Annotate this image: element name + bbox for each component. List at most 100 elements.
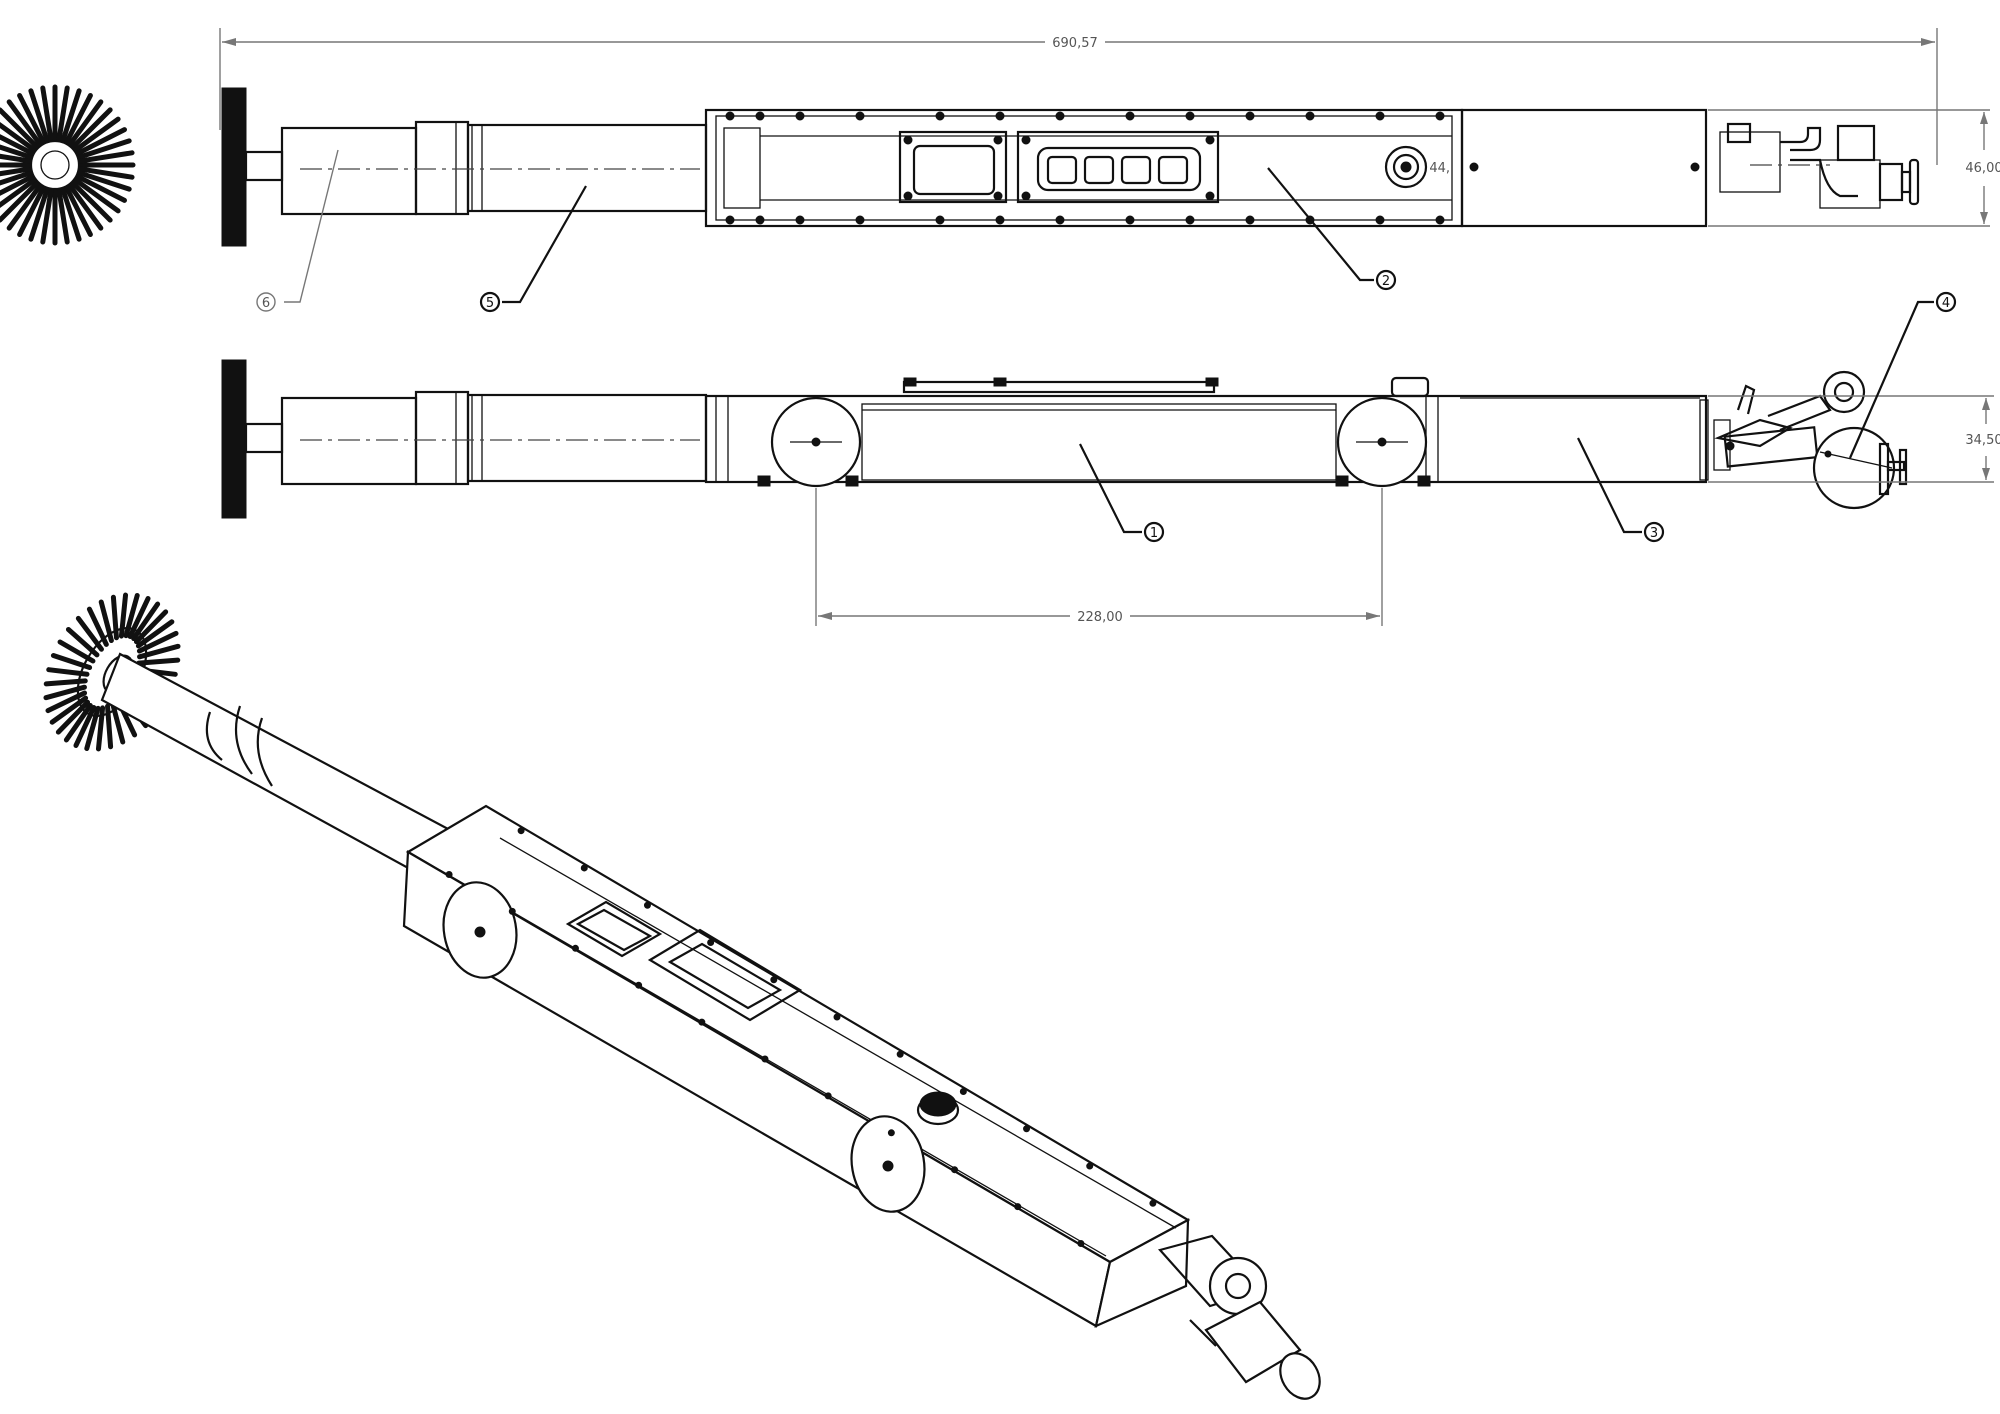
- overall-length-label: 690,57: [1052, 36, 1098, 51]
- screw: [1125, 215, 1135, 225]
- screw: [707, 938, 715, 946]
- brush-tooth: [110, 594, 119, 641]
- bristle: [77, 138, 132, 160]
- wheel-front: [770, 396, 862, 488]
- screw: [903, 191, 913, 201]
- screw: [824, 1092, 832, 1100]
- screw: [1375, 215, 1385, 225]
- screw: [959, 1088, 967, 1096]
- bristle: [56, 85, 70, 142]
- screw: [1149, 1199, 1157, 1207]
- extension-tube: [466, 123, 708, 213]
- balloon-5: 5: [479, 291, 501, 313]
- brush-tooth: [75, 615, 104, 652]
- screw: [770, 976, 778, 984]
- screw: [855, 215, 865, 225]
- screw: [1205, 135, 1215, 145]
- brush-tooth: [65, 626, 100, 658]
- screw: [1077, 1240, 1085, 1247]
- brush-tooth: [86, 606, 109, 647]
- brush-tooth: [98, 599, 114, 644]
- motor-tube: [280, 126, 418, 216]
- screw: [795, 215, 805, 225]
- screw: [1375, 111, 1385, 121]
- screw: [508, 907, 516, 915]
- bristle: [0, 144, 33, 160]
- battery-section: [1460, 108, 1708, 228]
- bristle: [75, 127, 127, 156]
- bristle: [6, 183, 43, 231]
- lcd-window: [898, 130, 1008, 204]
- screw: [1021, 135, 1031, 145]
- screw: [517, 827, 525, 835]
- screw: [1435, 215, 1445, 225]
- bristle: [67, 183, 104, 231]
- bristle: [0, 134, 35, 156]
- screw: [635, 981, 643, 989]
- end-view-brush: [0, 84, 136, 246]
- screw: [903, 135, 913, 145]
- screw: [1185, 111, 1195, 121]
- svg-text:6: 6: [262, 296, 270, 311]
- bristle: [64, 93, 93, 145]
- svg-text:2: 2: [1382, 274, 1390, 289]
- svg-text:5: 5: [486, 296, 494, 311]
- bristle: [77, 170, 132, 192]
- bristle: [28, 187, 50, 242]
- screw: [795, 111, 805, 121]
- keypad: [1016, 130, 1220, 204]
- screw: [1185, 215, 1195, 225]
- screw: [1205, 191, 1215, 201]
- bristle: [0, 153, 32, 164]
- bristle: [0, 121, 37, 153]
- screw: [935, 215, 945, 225]
- brush-tooth: [137, 643, 181, 660]
- bristle: [0, 177, 37, 209]
- side-view: 34,50 228,00 1 3 4: [221, 291, 2000, 626]
- end-effector-top: [1719, 122, 1920, 209]
- housing-side: [704, 394, 1708, 484]
- screw: [755, 111, 765, 121]
- isometric-view: [43, 592, 1321, 1400]
- screw: [1245, 111, 1255, 121]
- balloon-2: 2: [1375, 269, 1397, 291]
- wheel-rear: [1336, 396, 1428, 488]
- brush-tooth: [123, 592, 140, 639]
- bristle: [0, 180, 40, 223]
- end-effector-side: [1713, 370, 1908, 510]
- screw: [1055, 215, 1065, 225]
- bristle: [64, 185, 93, 237]
- brush-tooth: [63, 702, 93, 743]
- screw: [935, 111, 945, 121]
- brush-tooth: [118, 592, 129, 639]
- bristle: [60, 187, 82, 242]
- screw: [1021, 191, 1031, 201]
- brush-disc-side: [221, 359, 247, 519]
- brush-tooth: [84, 705, 101, 752]
- screw: [755, 215, 765, 225]
- screw: [698, 1018, 706, 1026]
- wheel-spacing-dimension: 228,00: [815, 488, 1383, 626]
- bristle: [60, 88, 82, 143]
- bristle: [56, 188, 70, 245]
- brush-tooth: [73, 705, 97, 748]
- screw: [1086, 1162, 1094, 1170]
- iso-tube: [100, 652, 452, 882]
- connector: [1384, 145, 1428, 189]
- screw: [1245, 215, 1255, 225]
- height-dimension-top: 46,00: [1708, 109, 2000, 227]
- screw: [887, 1129, 895, 1137]
- bristle: [67, 99, 104, 147]
- bristle: [0, 174, 35, 196]
- balloon-3: 3: [1643, 521, 1665, 543]
- bristle: [75, 174, 127, 203]
- height-top-label: 46,00: [1965, 161, 2000, 176]
- brush-tooth: [57, 639, 96, 664]
- screw: [1435, 111, 1445, 121]
- brush-tooth: [50, 653, 93, 671]
- iso-end-effector: [1157, 1234, 1321, 1400]
- screw: [993, 135, 1003, 145]
- screw: [1014, 1203, 1022, 1211]
- bristle: [70, 107, 113, 150]
